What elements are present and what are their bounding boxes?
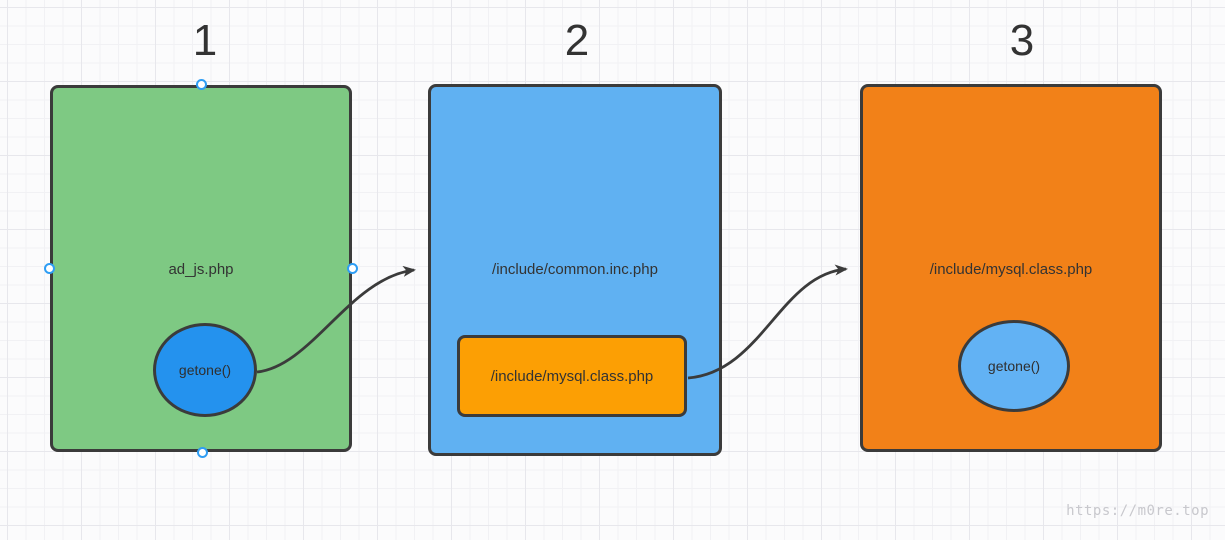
rect-label: /include/mysql.class.php bbox=[490, 367, 654, 385]
node-common-inc-php[interactable]: /include/common.inc.php /include/mysql.c… bbox=[428, 84, 722, 456]
node-mysql-class-php[interactable]: /include/mysql.class.php getone() bbox=[860, 84, 1162, 452]
selection-handle-bottom[interactable] bbox=[197, 447, 208, 458]
node-mysql-class-rect[interactable]: /include/mysql.class.php bbox=[457, 335, 687, 417]
step-number-2: 2 bbox=[564, 16, 590, 65]
node-label: /include/mysql.class.php bbox=[929, 261, 1093, 278]
ellipse-label: getone() bbox=[178, 362, 232, 378]
selection-handle-left[interactable] bbox=[44, 263, 55, 274]
connector-arrow-1-to-2[interactable] bbox=[256, 265, 416, 374]
connector-arrow-2-to-3[interactable] bbox=[687, 264, 848, 380]
node-label: /include/common.inc.php bbox=[492, 261, 658, 278]
node-getone-ellipse-2[interactable]: getone() bbox=[958, 320, 1070, 412]
node-label: ad_js.php bbox=[168, 261, 234, 278]
ellipse-label: getone() bbox=[987, 358, 1041, 374]
site-watermark: https://m0re.top bbox=[1066, 503, 1209, 519]
node-ad-js-php[interactable]: ad_js.php getone() bbox=[50, 85, 352, 452]
step-number-1: 1 bbox=[192, 16, 218, 65]
selection-handle-top[interactable] bbox=[196, 79, 207, 90]
step-number-3: 3 bbox=[1009, 16, 1035, 65]
selection-handle-right[interactable] bbox=[347, 263, 358, 274]
node-getone-ellipse[interactable]: getone() bbox=[153, 323, 257, 417]
